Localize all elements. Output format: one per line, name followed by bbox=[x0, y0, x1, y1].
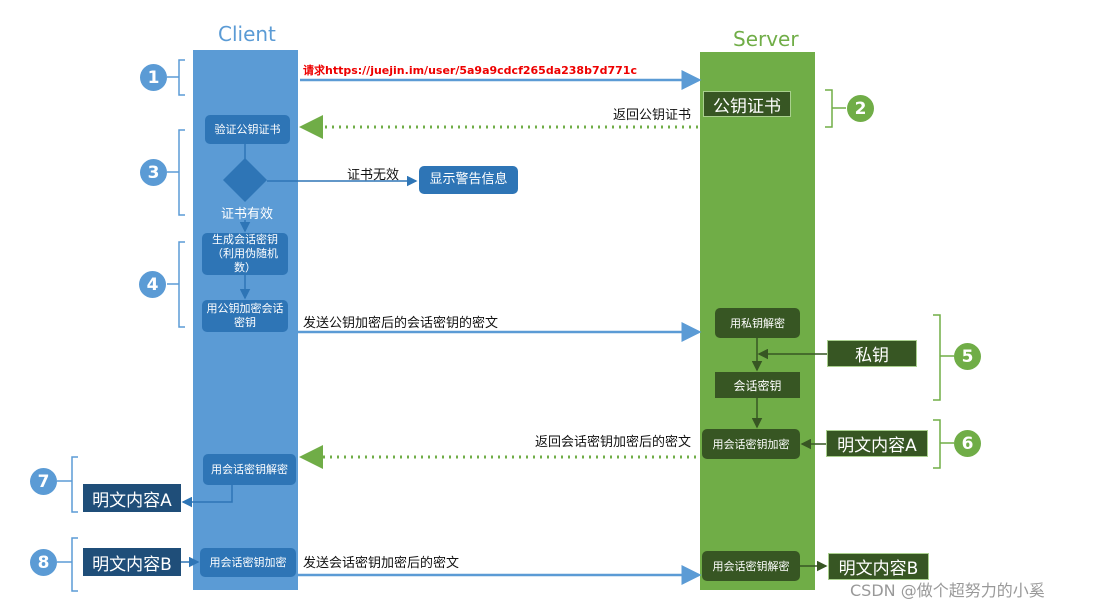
step-7-badge: 7 bbox=[30, 468, 57, 495]
plaintext-a-client: 明文内容A bbox=[83, 484, 181, 512]
server-encrypt-box: 用会话密钥加密 bbox=[702, 429, 800, 459]
encrypt-pubkey-box: 用公钥加密会话密钥 bbox=[202, 300, 288, 332]
session-key-box: 会话密钥 bbox=[715, 372, 800, 398]
watermark: CSDN @做个超努力的小奚 bbox=[850, 581, 1045, 600]
plaintext-b-server: 明文内容B bbox=[828, 553, 929, 580]
verify-cert-box: 验证公钥证书 bbox=[205, 115, 290, 144]
client-title: Client bbox=[218, 22, 276, 46]
request-label: 请求https://juejin.im/user/5a9a9cdcf265da2… bbox=[303, 64, 637, 77]
decrypt-private-box: 用私钥解密 bbox=[715, 308, 800, 338]
client-encrypt-box: 用会话密钥加密 bbox=[200, 548, 296, 577]
server-decrypt-box: 用会话密钥解密 bbox=[702, 551, 800, 581]
diamond bbox=[223, 158, 267, 202]
show-warning-box: 显示警告信息 bbox=[419, 166, 518, 194]
step-3-badge: 3 bbox=[140, 159, 167, 186]
step-4-badge: 4 bbox=[139, 271, 166, 298]
step-5-badge: 5 bbox=[954, 343, 981, 370]
plaintext-a-server: 明文内容A bbox=[826, 430, 928, 457]
return-cert-label: 返回公钥证书 bbox=[613, 108, 692, 123]
cert-valid-label: 证书有效 bbox=[221, 207, 274, 222]
step-8-badge: 8 bbox=[30, 549, 57, 576]
return-data-label: 返回会话密钥加密后的密文 bbox=[535, 435, 692, 450]
plaintext-b-client: 明文内容B bbox=[83, 548, 181, 576]
server-public-cert: 公钥证书 bbox=[703, 91, 791, 117]
client-decrypt-box: 用会话密钥解密 bbox=[203, 454, 296, 485]
cert-invalid-label: 证书无效 bbox=[347, 168, 400, 183]
step-1-badge: 1 bbox=[140, 64, 167, 91]
send-data-label: 发送会话密钥加密后的密文 bbox=[303, 556, 460, 571]
private-key-box: 私钥 bbox=[827, 340, 917, 367]
step-2-badge: 2 bbox=[847, 95, 874, 122]
server-title: Server bbox=[733, 27, 799, 51]
send-key-label: 发送公钥加密后的会话密钥的密文 bbox=[303, 316, 499, 331]
gen-session-key-box: 生成会话密钥（利用伪随机数） bbox=[202, 233, 288, 275]
step-6-badge: 6 bbox=[954, 430, 981, 457]
